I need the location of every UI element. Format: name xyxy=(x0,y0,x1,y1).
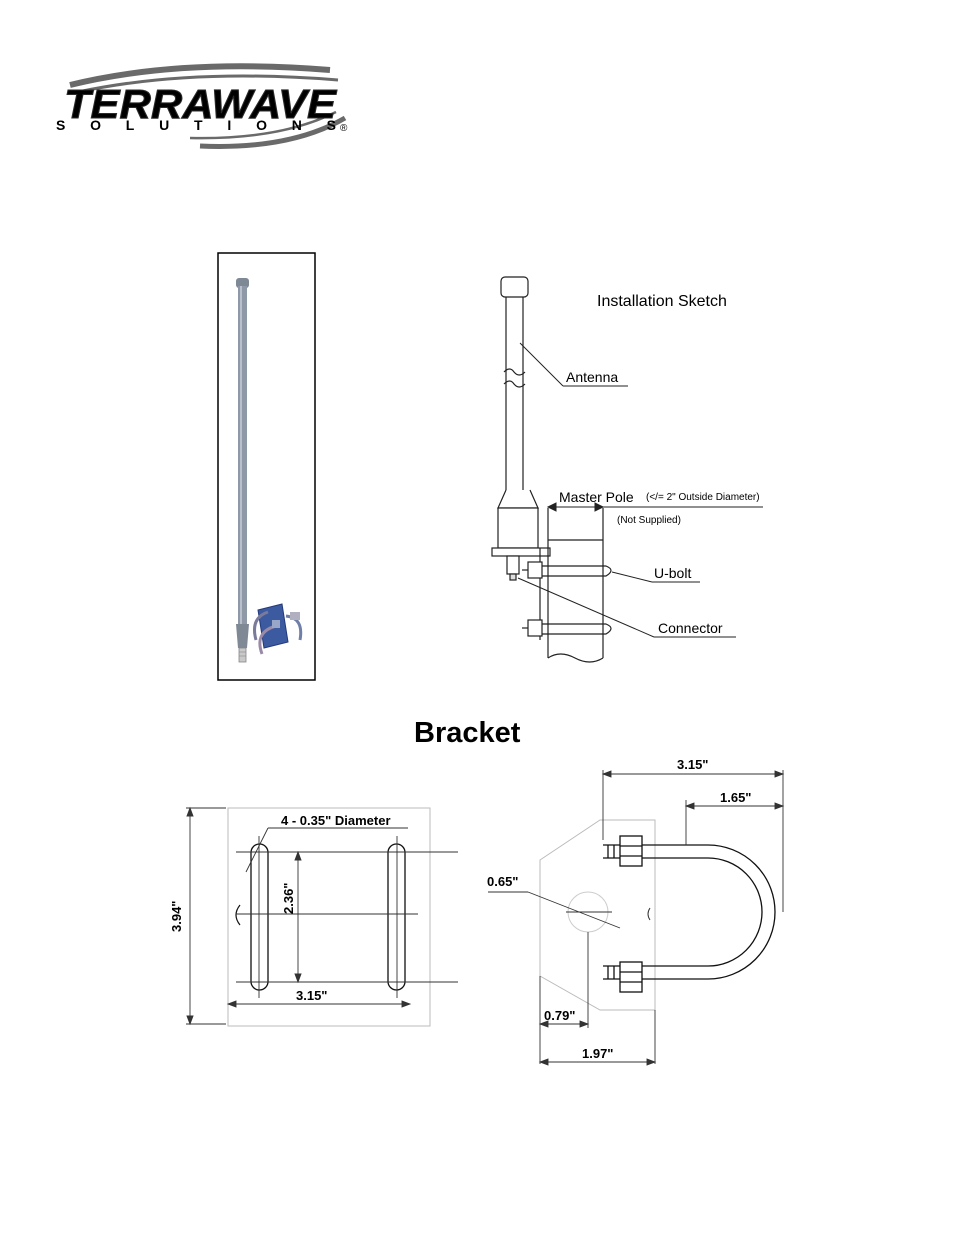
label-master-pole-note: (</= 2" Outside Diameter) xyxy=(646,492,760,503)
terrawave-logo: TERRAWAVE SOLUTIONS ® xyxy=(56,66,348,146)
label-master-pole: Master Pole xyxy=(559,489,634,505)
label-not-supplied: (Not Supplied) xyxy=(617,515,681,526)
product-photo xyxy=(218,253,315,680)
bracket-front-view: 4 - 0.35" Diameter 3.94" 2.36" 3.15" xyxy=(169,808,458,1026)
installation-sketch-title: Installation Sketch xyxy=(597,293,727,310)
bracket-title: Bracket xyxy=(414,717,521,749)
dim-hole-spec: 4 - 0.35" Diameter xyxy=(281,813,391,828)
bracket-side-view: 3.15" 1.65" 0.65" 0.79" 1.97" xyxy=(487,757,783,1065)
installation-sketch: Installation Sketch xyxy=(492,277,763,662)
dim-hole-diameter: 0.65" xyxy=(487,874,518,889)
bracket-plate-outline xyxy=(228,808,430,1026)
logo-tagline-text: SOLUTIONS xyxy=(56,117,336,133)
dim-overall-width: 3.15" xyxy=(677,757,708,772)
dim-ubolt-width: 1.65" xyxy=(720,790,751,805)
logo-registered-mark: ® xyxy=(340,123,348,134)
label-u-bolt: U-bolt xyxy=(654,565,691,581)
label-antenna: Antenna xyxy=(566,369,618,385)
dim-hole-spacing-vertical: 2.36" xyxy=(281,883,296,914)
dim-height: 3.94" xyxy=(169,901,184,932)
label-connector: Connector xyxy=(658,620,723,636)
antenna-drawing xyxy=(492,277,550,580)
dim-width: 3.15" xyxy=(296,988,327,1003)
dim-hole-offset: 0.79" xyxy=(544,1008,575,1023)
sketch-leader-lines xyxy=(518,343,763,637)
dim-plate-width: 1.97" xyxy=(582,1046,613,1061)
